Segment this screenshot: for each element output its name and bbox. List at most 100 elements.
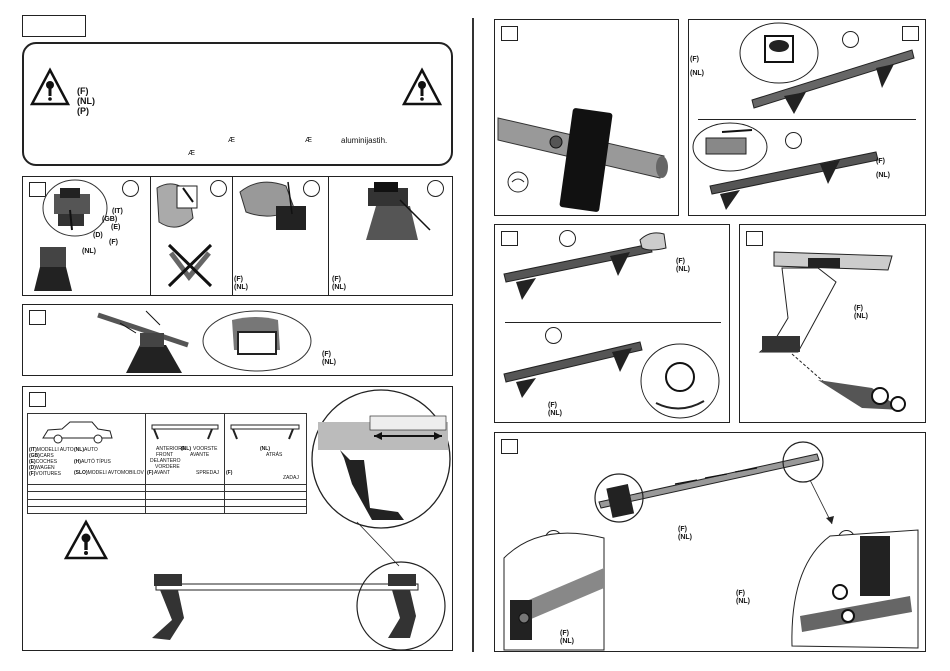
table-col3-code-f: (F) <box>226 470 233 476</box>
step-7-lang-nl-bottom: (NL) <box>548 410 562 417</box>
foot-trim-illustration <box>758 251 906 412</box>
step-8-number-box <box>746 231 763 246</box>
step-7-number-box <box>501 231 518 246</box>
step-2c-lang-f: (F) <box>234 276 243 283</box>
ae-mark-1: Æ <box>228 137 235 144</box>
step-2-divider-3 <box>328 176 329 296</box>
step-6-lang-f-top: (F) <box>690 56 699 63</box>
table-col2-row-2: FRONT <box>156 452 174 458</box>
endcap-zoom-left <box>503 532 605 651</box>
step-9-leader-line <box>809 479 834 525</box>
step-4-number-box <box>29 392 46 407</box>
step-2c-lang-nl: (NL) <box>234 284 248 291</box>
step-9-lang-f-center: (F) <box>678 526 687 533</box>
rear-bar-icon <box>230 424 300 440</box>
table-col2-row-1: ANTERIORE <box>156 446 186 452</box>
table-col2b-code-nl: (NL) <box>181 446 191 452</box>
step-7-lang-f-top: (F) <box>676 258 685 265</box>
step-9-number-box <box>501 439 518 454</box>
fitting-table-row-4 <box>27 506 307 507</box>
table-col2-row-5: AVANT <box>154 470 170 476</box>
table-col1-row-4: (D)WAGEN <box>29 465 55 471</box>
zoom-leader-line <box>356 521 400 567</box>
warning-lang-p: (P) <box>77 106 89 116</box>
step-6-divider <box>698 119 916 120</box>
bar-top-step-7 <box>503 232 667 300</box>
table-col2-row-3: DELANTERO <box>150 458 181 464</box>
table-col2b-row-3: SPREDAJ <box>196 470 220 476</box>
table-col1-row-5: (F)VOITURES <box>29 471 61 477</box>
step-2-lang-f: (F) <box>109 239 118 246</box>
table-col2-code-f: (F) <box>147 470 154 476</box>
step-7-divider <box>505 322 721 323</box>
fitting-table-row-3 <box>27 499 307 500</box>
step-7a-circle <box>559 230 576 247</box>
warning-box <box>22 42 453 166</box>
bar-endcap-illustration <box>497 108 668 212</box>
key-lock-zoom <box>739 22 819 84</box>
step-2b-circle <box>210 180 227 197</box>
table-col2b-row-1: VOORSTE <box>193 446 218 452</box>
step-6-lang-f-bottom: (F) <box>876 158 885 165</box>
step-2-divider-2 <box>232 176 233 296</box>
step-3-number-box <box>29 310 46 325</box>
step-2d-circle <box>427 180 444 197</box>
bar-with-foot-bottom <box>709 151 879 210</box>
step-2d-lang-nl: (NL) <box>332 284 346 291</box>
step-2-number-box <box>29 182 46 197</box>
warning-triangle-icon-step-4 <box>63 519 109 560</box>
step-2-lang-it: (IT) <box>112 208 123 215</box>
step-8-lang-f: (F) <box>854 305 863 312</box>
step-2-lang-e: (E) <box>111 224 121 231</box>
mounted-bar-illustration <box>152 561 446 651</box>
step-9-lang-nl-right: (NL) <box>736 598 750 605</box>
step-2-lang-nl: (NL) <box>82 248 96 255</box>
step-2-lang-d: (D) <box>93 232 103 239</box>
step-3-lang-f: (F) <box>322 351 331 358</box>
table-col1b-row-2: (H)AUTÓ TÍPUS <box>74 459 111 465</box>
foot-base-illustration <box>34 247 72 291</box>
warning-lang-nl: (NL) <box>77 96 95 106</box>
table-col3-tail: ZADAJ <box>283 475 299 481</box>
step-9-lang-f-bottom: (F) <box>560 630 569 637</box>
header-tab <box>22 15 86 37</box>
warning-triangle-icon-left <box>29 67 71 106</box>
table-col1-row-3: (E)COCHES <box>29 459 58 465</box>
table-col2-row-4: VORDERE <box>155 464 180 470</box>
table-col1-row-1: (IT)MODELLI AUTO <box>29 447 74 453</box>
hand-press-illustration <box>239 181 306 230</box>
step-6a-circle <box>842 31 859 48</box>
table-col3-row-1: ATRÁS <box>266 452 283 458</box>
step-6b-circle <box>785 132 802 149</box>
step-3-lang-nl: (NL) <box>322 359 336 366</box>
bar-bottom-step-7 <box>503 341 643 398</box>
step-2-divider-1 <box>150 176 151 296</box>
warning-lang-f: (F) <box>77 86 89 96</box>
front-bar-icon <box>151 424 219 440</box>
page-divider <box>472 18 474 652</box>
step-7b-circle <box>545 327 562 344</box>
bar-with-foot-top <box>751 49 915 114</box>
ae-mark-3: Æ <box>188 150 195 157</box>
step-7-lang-nl-top: (NL) <box>676 266 690 273</box>
hands-clip-illustration <box>156 183 198 228</box>
step-9-lang-nl-center: (NL) <box>678 534 692 541</box>
wrong-cross-icon <box>167 243 213 288</box>
fitting-table <box>27 413 307 514</box>
step-7-lang-f-bottom: (F) <box>548 402 557 409</box>
table-col1-row-2: (GB)CARS <box>29 453 54 459</box>
warning-triangle-icon-right <box>401 67 443 106</box>
table-col1b-row-3: (SLO)MODELI AVTOMOBILOV <box>74 470 144 476</box>
step-6-lang-nl-top: (NL) <box>690 70 704 77</box>
fitting-table-row-1 <box>27 484 307 485</box>
table-col1b-row-1: (NL)AUTO <box>74 447 98 453</box>
ae-mark-2: Æ <box>305 137 312 144</box>
bar-slide-illustration <box>594 441 824 523</box>
step-9-lang-nl-bottom: (NL) <box>560 638 574 645</box>
step-6-number-box <box>902 26 919 41</box>
step-6-lang-nl-bottom: (NL) <box>876 172 890 179</box>
table-col2b-row-2: AVANTE <box>190 452 210 458</box>
step-2a-circle <box>122 180 139 197</box>
step-2-lang-gb: (GB) <box>102 216 118 223</box>
foot-assembly-illustration <box>366 182 431 240</box>
